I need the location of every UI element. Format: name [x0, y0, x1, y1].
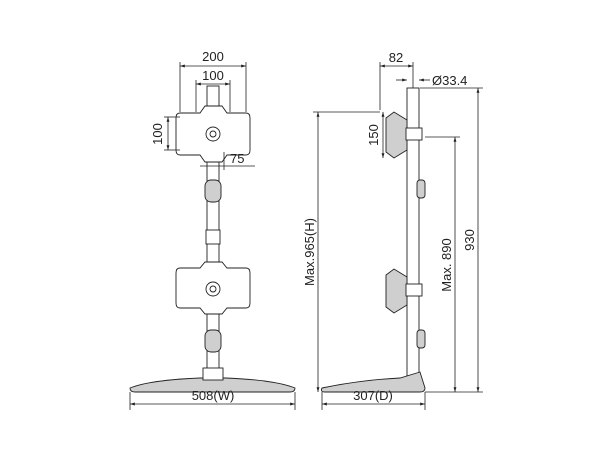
dim-508w: 508(W) [192, 388, 235, 403]
front-base [129, 377, 296, 393]
dim-930: 930 [462, 229, 477, 251]
lower-clamp [204, 329, 222, 353]
dim-150: 150 [366, 124, 381, 146]
dim-307d: 307(D) [353, 388, 393, 403]
dim-75: 75 [230, 151, 244, 166]
side-view: 82 Ø33.4 150 Max.965(H) Max. 890 930 307… [302, 50, 483, 410]
dim-100-h: 100 [202, 68, 224, 83]
lower-plate-side [385, 268, 408, 314]
upper-plate-side [385, 111, 408, 159]
upper-clamp [204, 179, 222, 203]
front-view: 200 100 100 75 508(W) [129, 49, 296, 410]
dim-200: 200 [202, 49, 224, 64]
side-base [320, 371, 426, 393]
dim-diameter: Ø33.4 [432, 73, 467, 88]
dim-max-965: Max.965(H) [302, 218, 317, 286]
dim-max-890: Max. 890 [439, 238, 454, 291]
dim-82: 82 [389, 50, 403, 65]
dim-100-v: 100 [150, 123, 165, 145]
